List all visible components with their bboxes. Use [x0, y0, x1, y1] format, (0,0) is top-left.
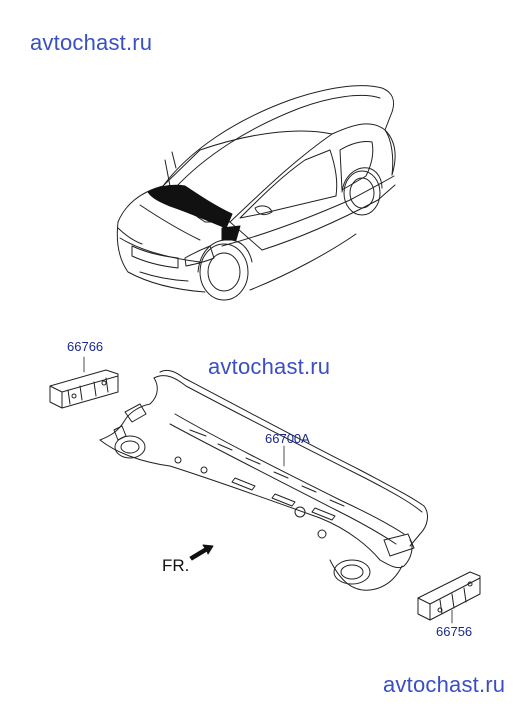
watermark-top: avtochast.ru	[30, 30, 153, 55]
part-number-66766: 66766	[67, 339, 104, 354]
part-number-66756: 66756	[436, 624, 473, 639]
watermark-middle: avtochast.ru	[208, 354, 331, 379]
part-66756-shape	[417, 571, 481, 624]
car-illustration	[116, 85, 396, 301]
front-direction-label: FR.	[162, 556, 190, 575]
front-direction-arrow	[189, 544, 214, 561]
cowl-panel-66700a-shape	[99, 369, 428, 591]
part-number-66700a: 66700A	[265, 431, 310, 446]
part-66766-shape	[49, 356, 119, 409]
watermark-bottom: avtochast.ru	[383, 672, 506, 697]
